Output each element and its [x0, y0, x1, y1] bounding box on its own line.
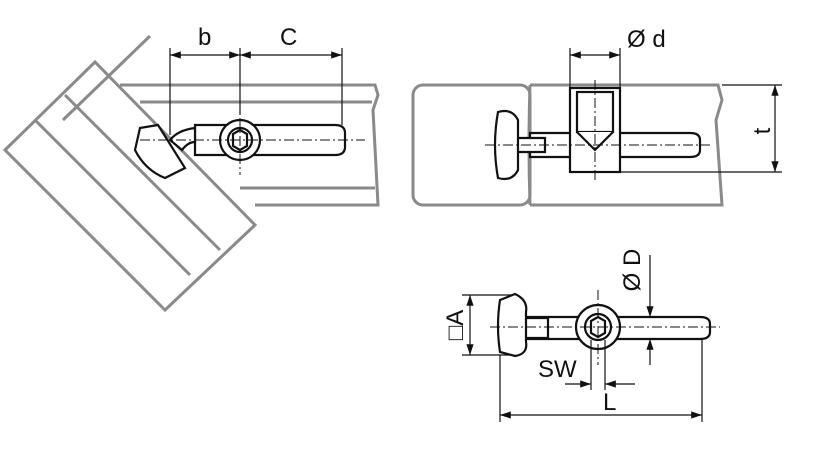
dimension-label-d: Ø d	[627, 26, 666, 53]
right-view-bolt	[485, 80, 710, 181]
dimension-d-t: Ø d t	[569, 26, 782, 173]
left-view-bolt	[133, 100, 365, 180]
dimension-label-D: Ø D	[619, 249, 646, 292]
dimension-label-a: □A	[442, 310, 469, 341]
left-view-profile	[2, 34, 380, 313]
bottom-view-bolt	[490, 290, 720, 365]
dimension-label-b: b	[198, 24, 211, 51]
dimension-label-t: t	[749, 127, 776, 134]
dimension-label-l: L	[603, 389, 616, 416]
dimension-b-c: b C	[169, 24, 343, 135]
dimension-a-D-sw-l: □A Ø D SW L	[442, 249, 703, 422]
dimension-label-c: C	[280, 24, 297, 51]
dimension-label-sw: SW	[538, 356, 577, 383]
